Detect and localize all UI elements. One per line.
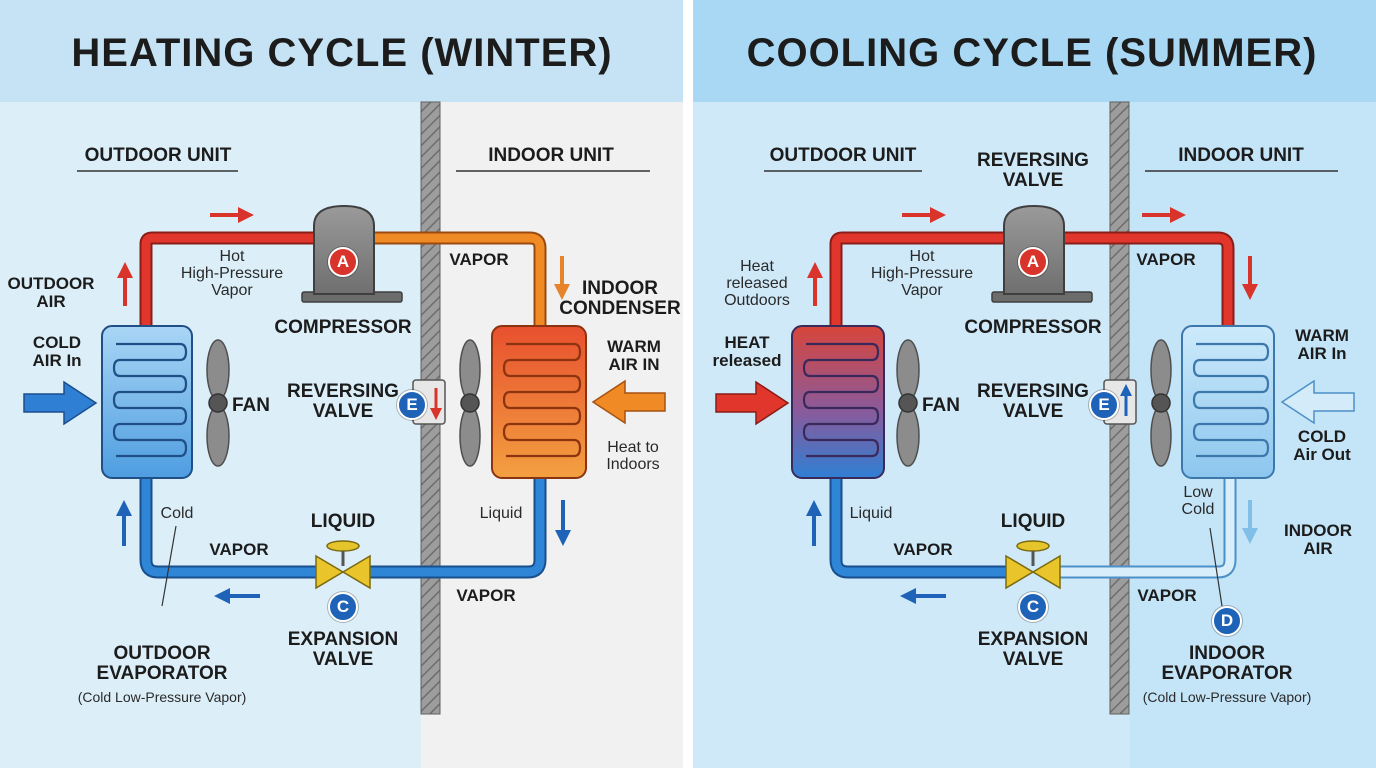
cooling-reversing-valve-label: REVERSING VALVE xyxy=(977,381,1089,422)
heating-liquid-label: LIQUID xyxy=(310,511,376,532)
heating-compressor-icon xyxy=(301,204,403,303)
cooling-indoor-evaporator-label: INDOOR EVAPORATOR xyxy=(1161,643,1293,684)
cooling-badge-c: C xyxy=(1018,592,1048,622)
cooling-outdoor-unit-header: OUTDOOR UNIT xyxy=(769,145,917,166)
heating-indoor-fan-icon xyxy=(459,339,481,467)
cooling-evaporator-sub-label: (Cold Low-Pressure Vapor) xyxy=(1142,689,1312,705)
cooling-vapor-left-label: VAPOR xyxy=(893,540,953,559)
heating-badge-c: C xyxy=(328,592,358,622)
cooling-vapor-top-label: VAPOR xyxy=(1136,250,1196,269)
heating-outdoor-air-label: OUTDOOR AIR xyxy=(7,274,95,311)
warm-air-in-arrow-icon xyxy=(591,379,666,425)
cooling-title-bar xyxy=(693,0,1376,102)
cooling-heat-released-outdoors-label: Heat released Outdoors xyxy=(724,258,790,309)
heating-title-bar xyxy=(0,0,683,102)
heating-cold-label: Cold xyxy=(160,505,194,522)
heating-vapor-bottom-label: VAPOR xyxy=(456,586,516,605)
heating-fan-label: FAN xyxy=(232,395,270,416)
cooling-badge-d: D xyxy=(1212,606,1242,636)
cooling-indoor-air-label: INDOOR AIR xyxy=(1284,521,1352,558)
cooling-low-cold-label: Low Cold xyxy=(1181,484,1215,518)
heating-liquid-small-label: Liquid xyxy=(479,505,523,522)
heating-pipes xyxy=(139,231,547,579)
cooling-pipes xyxy=(829,231,1237,579)
heating-cold-air-in-label: COLD AIR In xyxy=(32,333,82,370)
panel-divider xyxy=(683,0,693,768)
cooling-hot-vapor-label: Hot High-Pressure Vapor xyxy=(870,248,974,299)
heating-heat-to-indoors-label: Heat to Indoors xyxy=(606,439,660,473)
cold-air-in-arrow-icon xyxy=(23,380,98,426)
heat-released-arrow-icon xyxy=(715,380,790,426)
heating-outdoor-fan-icon xyxy=(206,339,230,467)
heating-outdoor-coil xyxy=(101,325,193,479)
heating-badge-a: A xyxy=(328,247,358,277)
heating-expansion-valve-label: EXPANSION VALVE xyxy=(287,629,399,670)
heating-expansion-valve-icon xyxy=(315,540,371,590)
cooling-title: COOLING CYCLE (SUMMER) xyxy=(746,31,1318,75)
heating-outdoor-evaporator-label: OUTDOOR EVAPORATOR xyxy=(96,643,228,684)
cooling-outdoor-coil xyxy=(791,325,885,479)
heating-indoor-unit-header: INDOOR UNIT xyxy=(488,145,614,166)
cooling-outdoor-fan-icon xyxy=(896,339,920,467)
heating-warm-air-in-label: WARM AIR IN xyxy=(607,337,661,374)
heating-title: HEATING CYCLE (WINTER) xyxy=(71,31,613,75)
cooling-liquid-label: LIQUID xyxy=(1000,511,1066,532)
heating-compressor-label: COMPRESSOR xyxy=(274,317,412,338)
cooling-indoor-unit-header: INDOOR UNIT xyxy=(1178,145,1304,166)
cooling-fan-label: FAN xyxy=(922,395,960,416)
heating-outdoor-unit-header: OUTDOOR UNIT xyxy=(84,145,232,166)
cooling-expansion-valve-label: EXPANSION VALVE xyxy=(977,629,1089,670)
heating-reversing-valve-label: REVERSING VALVE xyxy=(287,381,399,422)
heating-vapor-left-label: VAPOR xyxy=(209,540,269,559)
heating-evaporator-sub-label: (Cold Low-Pressure Vapor) xyxy=(77,689,247,705)
heating-hot-vapor-label: Hot High-Pressure Vapor xyxy=(180,248,284,299)
cooling-vapor-bottom-label: VAPOR xyxy=(1137,586,1197,605)
cooling-compressor-label: COMPRESSOR xyxy=(964,317,1102,338)
heating-indoor-coil xyxy=(491,325,587,479)
cooling-liquid-small-label: Liquid xyxy=(849,505,893,522)
cooling-badge-a: A xyxy=(1018,247,1048,277)
cooling-heat-released-label: HEAT released xyxy=(712,333,782,370)
cooling-cold-air-out-label: COLD Air Out xyxy=(1293,427,1351,464)
heating-indoor-condenser-label: INDOOR CONDENSER xyxy=(559,278,681,319)
cooling-warm-air-in-label: WARM AIR In xyxy=(1295,326,1349,363)
heating-vapor-top-label: VAPOR xyxy=(449,250,509,269)
cooling-reversing-valve-top-label: REVERSING VALVE xyxy=(977,150,1089,191)
cooling-badge-e: E xyxy=(1089,390,1119,420)
cooling-indoor-coil xyxy=(1181,325,1275,479)
cooling-indoor-fan-icon xyxy=(1150,339,1172,467)
cooling-expansion-valve-icon xyxy=(1005,540,1061,590)
heating-badge-e: E xyxy=(397,390,427,420)
warm-air-in-arrow-icon xyxy=(1280,379,1355,425)
